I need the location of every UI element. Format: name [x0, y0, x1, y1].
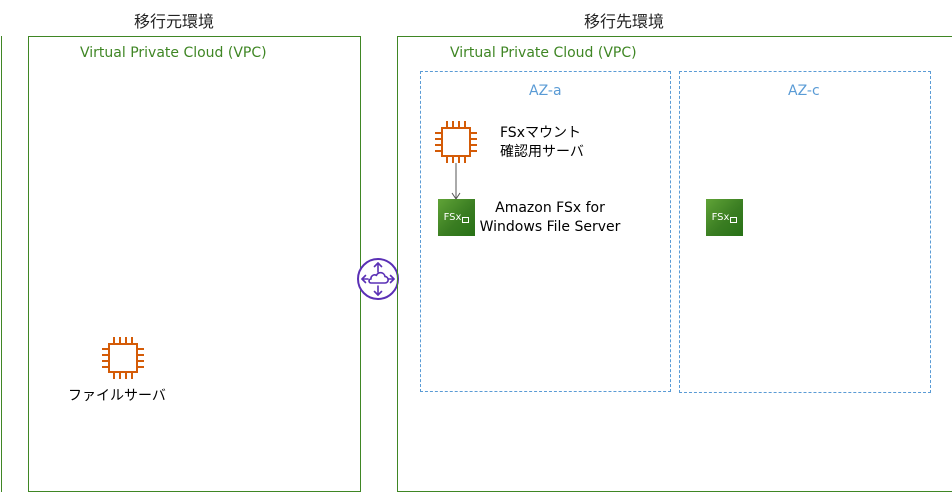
- az-a-label: AZ-a: [529, 83, 562, 99]
- ec2-instance-icon: [101, 336, 145, 380]
- amazon-fsx-icon: FSx: [706, 199, 743, 236]
- az-c-box: [679, 71, 931, 393]
- mount-server-label: FSxマウント 確認用サーバ: [500, 124, 584, 162]
- mount-server-label-line1: FSxマウント: [500, 125, 581, 141]
- file-server-label: ファイルサーバ: [68, 388, 166, 404]
- az-a-box: [420, 71, 671, 392]
- left-edge-border: [1, 36, 2, 492]
- window-glyph: [462, 216, 470, 223]
- fsx-label: Amazon FSx for Windows File Server: [474, 199, 626, 237]
- source-env-title: 移行元環境: [134, 12, 215, 31]
- ec2-instance-icon: [434, 120, 478, 164]
- source-vpc-box: [28, 36, 361, 492]
- target-vpc-label: Virtual Private Cloud (VPC): [450, 45, 637, 61]
- mount-server-label-line2: 確認用サーバ: [500, 144, 584, 160]
- amazon-fsx-icon: FSx: [438, 199, 475, 236]
- window-glyph: [730, 216, 738, 223]
- fsx-icon-text: FSx: [711, 212, 730, 223]
- target-env-title: 移行先環境: [584, 12, 665, 31]
- fsx-label-line2: Windows File Server: [479, 219, 621, 235]
- vpc-peering-icon: [356, 257, 400, 301]
- az-c-label: AZ-c: [788, 83, 820, 99]
- source-vpc-label: Virtual Private Cloud (VPC): [80, 45, 267, 61]
- fsx-icon-text: FSx: [443, 212, 462, 223]
- connector-arrow: [450, 163, 462, 201]
- fsx-label-line1: Amazon FSx for: [495, 200, 605, 216]
